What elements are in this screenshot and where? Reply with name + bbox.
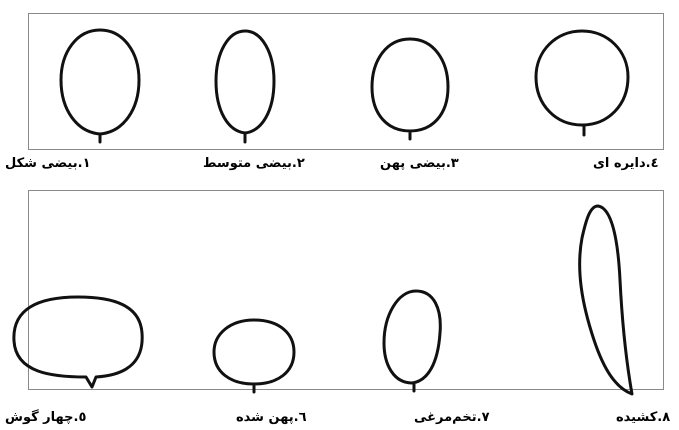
leaf-shape-medium-elliptic [210, 25, 280, 145]
leaf-shape-elliptic [55, 22, 145, 144]
leaf-shape-flattened [208, 314, 300, 396]
label-wide-elliptic: ۳.بیضی پهن [380, 156, 459, 172]
leaf-shape-round [530, 25, 635, 140]
label-round: ٤.دایره ای [593, 156, 659, 172]
leaf-shape-elongated [568, 200, 638, 400]
label-square: ٥.چهار گوش [5, 410, 86, 426]
label-ovate: ٧.تخم‌مرغی [414, 410, 490, 426]
label-medium-elliptic: ۲.بیضی متوسط [203, 156, 305, 172]
leaf-shape-wide-elliptic [368, 35, 452, 143]
label-elongated: ۸.کشیده [616, 410, 670, 426]
label-flattened: ٦.پهن شده [236, 410, 307, 426]
label-elliptic: ۱.بیضی شکل [5, 156, 91, 172]
leaf-shape-square [8, 293, 150, 393]
leaf-shape-ovate [378, 285, 448, 395]
